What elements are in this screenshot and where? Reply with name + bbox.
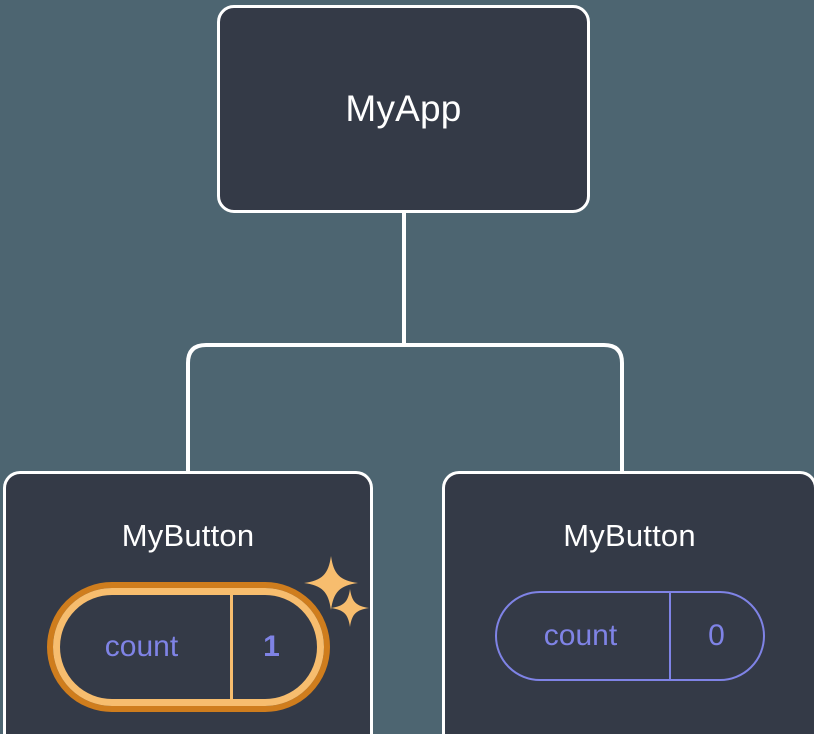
component-node-label: MyApp: [345, 88, 462, 129]
state-badge-content: count 1: [60, 595, 317, 699]
state-badge-count[interactable]: count 0: [494, 591, 765, 681]
state-key-label: count: [497, 593, 671, 679]
component-node-label: MyButton: [121, 518, 255, 553]
state-badge-count-highlighted[interactable]: count 1: [46, 582, 330, 712]
component-node-mybutton-idle[interactable]: MyButton count 0: [442, 471, 814, 734]
edge-branch-bar: [186, 343, 624, 475]
state-key-label: count: [60, 595, 233, 699]
state-value-label: 1: [263, 630, 280, 663]
component-node-myapp[interactable]: MyApp: [217, 5, 590, 213]
state-value-label: 0: [708, 619, 725, 652]
component-node-label: MyButton: [563, 518, 696, 553]
state-badge-wrapper: count 1: [46, 582, 330, 712]
component-node-mybutton-updated[interactable]: MyButton count 1: [3, 471, 373, 734]
